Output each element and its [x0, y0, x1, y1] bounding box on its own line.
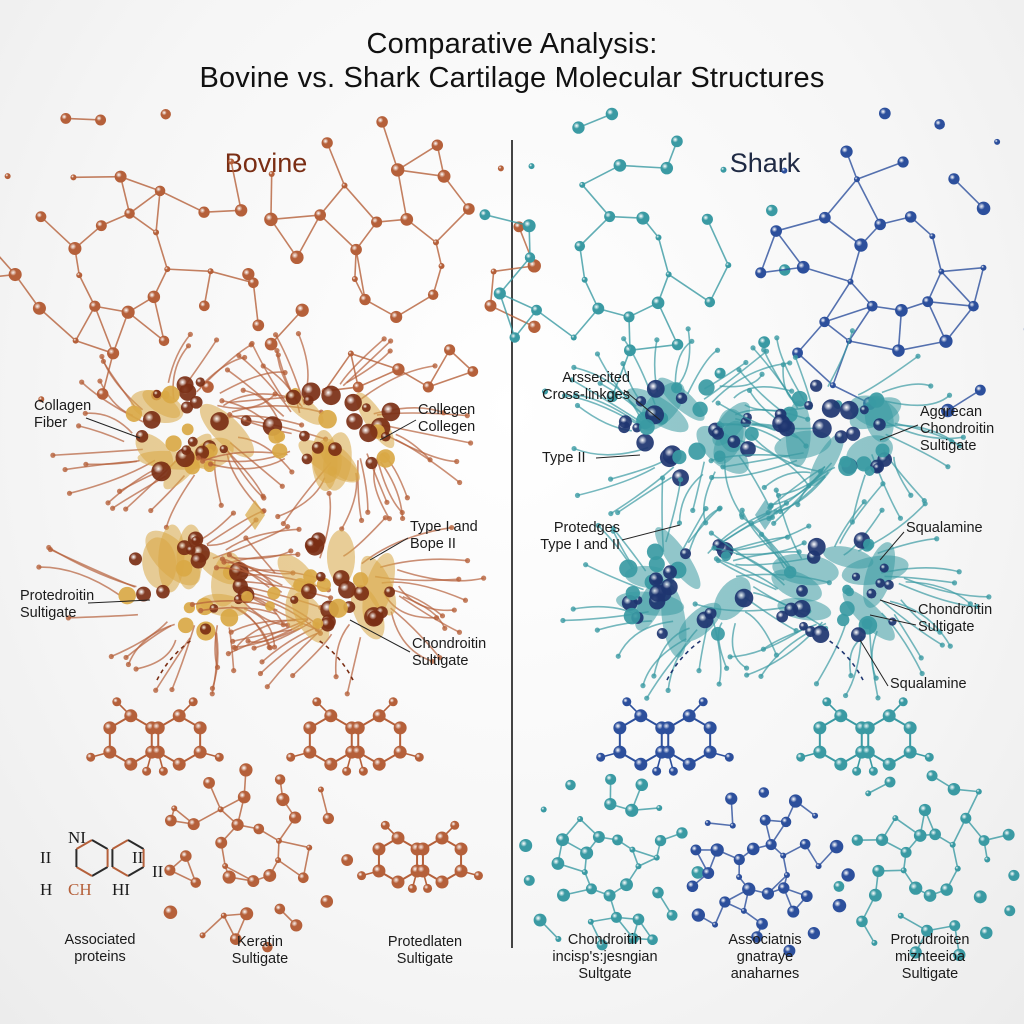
leader-squalamine-1 — [879, 531, 905, 561]
caption-chondroitin-shark: Chondroitin incisp's:jesngian Sultgate — [552, 932, 658, 982]
label-squalamine-1: Squalamine — [906, 520, 983, 536]
shark-cluster-bottom-mid — [686, 787, 855, 957]
shark-dash-left — [666, 640, 701, 681]
bovine-cluster-top-left — [0, 109, 265, 403]
leader-squalamine-2 — [859, 639, 889, 687]
label-squalamine-2: Squalamine — [890, 676, 967, 692]
leader-protedges — [621, 524, 681, 541]
chem-glyph-ii-1: II — [40, 848, 52, 867]
caption-associatnis: Associatnis gnatraye anaharnes — [728, 932, 802, 982]
caption-associated-proteins: Associated proteins — [64, 932, 136, 965]
label-collagen-fiber: Collagen Fiber — [34, 398, 92, 431]
leader-collegen — [379, 419, 417, 441]
title-line-2: Bovine vs. Shark Cartilage Molecular Str… — [199, 62, 825, 94]
shark-heading: Shark — [729, 148, 801, 178]
shark-cluster-bottom-left — [519, 773, 705, 951]
bovine-dash-left — [156, 640, 191, 681]
bovine-ring-bottom — [357, 820, 483, 893]
bovine-chem-skeleton — [75, 839, 145, 877]
title-line-1: Comparative Analysis: — [366, 28, 658, 60]
label-collegen-collegen: Collegen Collegen — [418, 402, 476, 435]
bovine-cluster-bottom — [163, 763, 354, 953]
chem-glyph-hi: HI — [112, 880, 130, 899]
caption-protedlaten: Protedlaten Sultigate — [387, 934, 463, 967]
label-chondroitin-bovine: Chondroitin Sultigate — [412, 636, 487, 669]
label-aggrecan: Aggrecan Chondroitin Sultigate — [920, 404, 995, 454]
bovine-blob-upper-right — [195, 331, 474, 532]
shark-ring-left — [596, 697, 734, 776]
caption-protudroiten: Protudroiten miznteeioa Sultigate — [890, 932, 970, 982]
shark-cluster-top-right — [755, 107, 1024, 418]
label-protedges: Protedges Type I and II — [540, 520, 620, 553]
bovine-cluster-top-right — [242, 116, 541, 395]
label-type-i-bope-ii: Type I and Bope II — [410, 519, 478, 552]
chem-glyph-ii-3: II — [152, 862, 164, 881]
shark-dash-right — [829, 640, 864, 681]
bovine-heading: Bovine — [224, 148, 308, 178]
leader-type-i — [369, 537, 409, 561]
leader-aggrecan — [879, 424, 919, 441]
chem-glyph-ch: CH — [68, 880, 92, 899]
caption-keratin: Keratin Sultigate — [231, 934, 289, 967]
chem-glyph-ni: NI — [68, 828, 86, 847]
leader-chondroitin-shark-2 — [869, 614, 917, 626]
shark-blob-lower-right — [692, 481, 992, 701]
shark-ring-right — [796, 697, 934, 776]
center-divider — [511, 140, 513, 948]
leader-protedroitin — [87, 599, 151, 604]
chem-glyph-ii-2: II — [132, 848, 144, 867]
bovine-blob-upper-left — [50, 331, 329, 530]
bovine-blob-lower-right — [189, 490, 487, 697]
shark-blob-lower-left — [560, 475, 832, 701]
label-protedroitin: Protedroitin Sultigate — [20, 588, 95, 621]
leader-type-ii — [595, 454, 641, 459]
chem-glyph-h: H — [40, 880, 53, 899]
leader-chondroitin-shark-1 — [879, 599, 917, 613]
bovine-dash-right — [319, 640, 354, 681]
bovine-ring-left — [86, 697, 224, 776]
shark-link-diamond — [755, 500, 775, 530]
label-associated-cross-links: Arssecited Cross-linkges — [542, 370, 630, 403]
leader-collagen-fiber — [85, 417, 141, 439]
leader-associated-cross — [623, 389, 661, 421]
bovine-ring-right — [286, 697, 424, 776]
bovine-blob-lower-left — [36, 508, 334, 697]
shark-cluster-bottom-right — [833, 770, 1020, 962]
bovine-link-diamond — [245, 500, 265, 530]
label-chondroitin-shark: Chondroitin Sultigate — [918, 602, 993, 635]
label-type-ii: Type II — [542, 450, 586, 466]
leader-chondroitin-bovine — [349, 619, 411, 653]
